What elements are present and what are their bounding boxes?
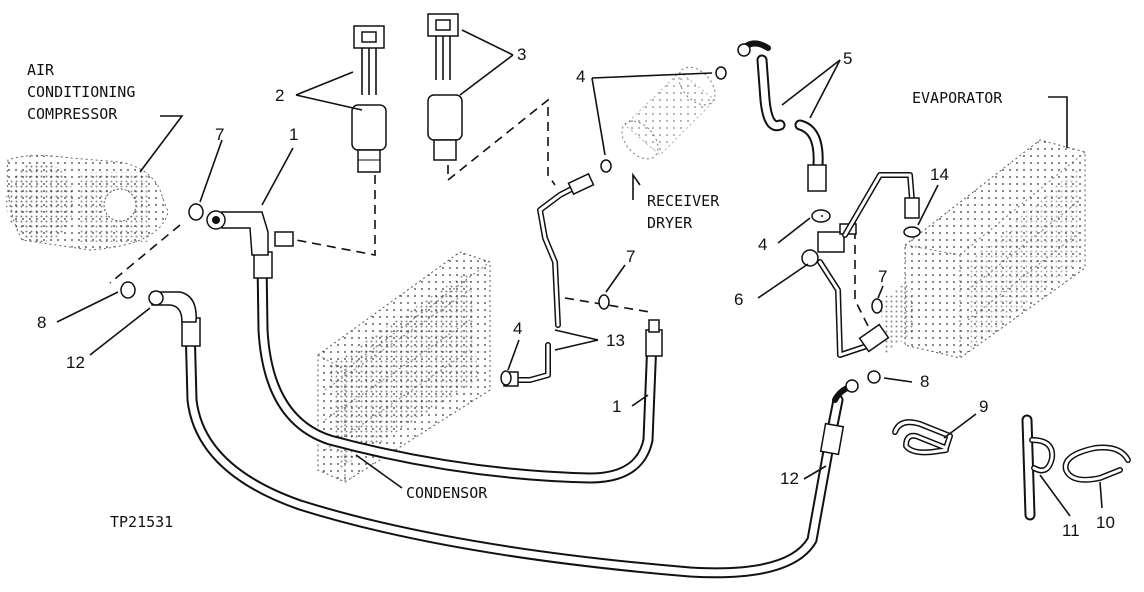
callout-13: 13 <box>606 331 625 350</box>
expansion-valve-6 <box>801 172 920 358</box>
o-ring-7-mid <box>598 294 610 310</box>
callout-9: 9 <box>979 397 988 416</box>
hose-clamp-10 <box>1062 444 1131 483</box>
receiver-dryer <box>621 66 716 160</box>
callout-14: 14 <box>930 165 949 184</box>
leader-lines <box>56 29 1103 517</box>
hose-1 <box>253 251 663 484</box>
hose-5 <box>737 40 827 192</box>
tie-strap-11 <box>1021 414 1056 521</box>
callout-12-left: 12 <box>66 353 85 372</box>
evaporator-label: EVAPORATOR <box>912 89 1003 107</box>
tubes-13 <box>503 172 595 387</box>
receiver-dryer-label-line2: DRYER <box>647 214 693 232</box>
o-ring-8-left <box>120 281 136 299</box>
callout-4-mid: 4 <box>758 235 767 254</box>
condensor-label: CONDENSOR <box>406 484 488 502</box>
receiver-dryer-label-line1: RECEIVER <box>647 192 720 210</box>
callout-3: 3 <box>517 45 526 64</box>
condensor <box>317 251 491 483</box>
callout-7-left: 7 <box>215 125 224 144</box>
callout-12-right: 12 <box>780 469 799 488</box>
callout-1-bottom: 1 <box>612 397 621 416</box>
o-ring-8-right <box>867 370 881 384</box>
callout-7-right: 7 <box>878 267 887 286</box>
o-ring-4-top-b <box>600 159 612 173</box>
clip-9 <box>892 419 953 456</box>
o-ring-14 <box>903 226 921 238</box>
callout-4-top: 4 <box>576 67 585 86</box>
o-ring-4-top-a <box>715 66 727 80</box>
fitting-12-left <box>148 290 197 323</box>
callout-8-left: 8 <box>37 313 46 332</box>
hose-12 <box>181 317 859 579</box>
switch-2 <box>351 25 387 173</box>
o-ring-4-low <box>500 370 512 386</box>
callout-2: 2 <box>275 86 284 105</box>
evaporator <box>880 139 1086 359</box>
callout-10: 10 <box>1096 513 1115 532</box>
callout-6: 6 <box>734 290 743 309</box>
callout-5: 5 <box>843 49 852 68</box>
o-ring-7-left <box>188 203 204 221</box>
callout-11: 11 <box>1062 521 1080 540</box>
fitting-1-elbow <box>206 210 294 256</box>
o-ring-7-right <box>871 298 883 314</box>
figure-id: TP21531 <box>110 513 173 531</box>
compressor <box>6 154 169 251</box>
callout-1-top: 1 <box>289 125 298 144</box>
callout-4-low: 4 <box>513 319 522 338</box>
callout-8-right: 8 <box>920 372 929 391</box>
callout-7-mid: 7 <box>626 247 635 266</box>
switch-3 <box>427 13 463 161</box>
compressor-label-line3: COMPRESSOR <box>27 105 118 123</box>
compressor-label-line1: AIR <box>27 61 55 79</box>
compressor-label-line2: CONDITIONING <box>27 83 135 101</box>
